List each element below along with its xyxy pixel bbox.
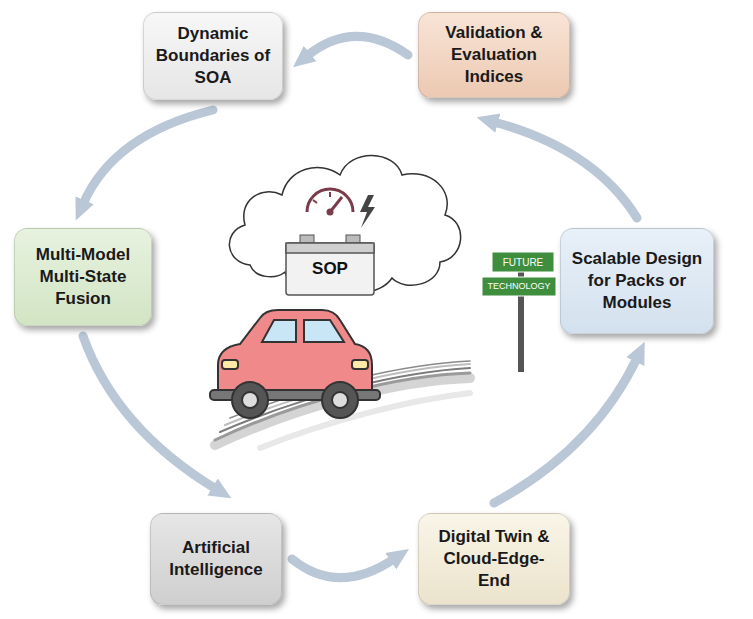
process-box: Artificial Intelligence xyxy=(150,513,282,605)
box-text: Validation & Evaluation Indices xyxy=(429,22,559,88)
car-illustration xyxy=(210,310,380,418)
cycle-arrow xyxy=(494,358,637,503)
cycle-arrow xyxy=(494,122,637,218)
cycle-arrow xyxy=(307,36,408,56)
sign-text: FUTURE xyxy=(503,257,544,268)
cloud-outline xyxy=(229,155,460,292)
speedometer-icon xyxy=(307,189,375,228)
box-text: Scalable Design for Packs or Modules xyxy=(571,248,703,314)
process-box: Dynamic Boundaries of SOA xyxy=(143,12,283,100)
process-box: Multi-Model Multi-State Fusion xyxy=(14,228,152,326)
battery-label: SOP xyxy=(312,259,348,279)
box-text: Dynamic Boundaries of SOA xyxy=(154,23,272,89)
cycle-arrow xyxy=(83,110,213,204)
process-box: Digital Twin & Cloud-Edge-End xyxy=(418,513,570,605)
process-box: Validation & Evaluation Indices xyxy=(418,12,570,98)
sign-text: TECHNOLOGY xyxy=(487,281,550,291)
process-box: Scalable Design for Packs or Modules xyxy=(560,228,714,334)
box-text: Digital Twin & Cloud-Edge-End xyxy=(429,526,559,592)
signpost xyxy=(482,252,556,372)
box-text: Artificial Intelligence xyxy=(161,537,271,581)
box-text: Multi-Model Multi-State Fusion xyxy=(25,244,141,310)
battery-icon xyxy=(286,235,374,295)
cycle-arrow xyxy=(83,336,216,489)
cycle-arrow xyxy=(292,559,394,578)
